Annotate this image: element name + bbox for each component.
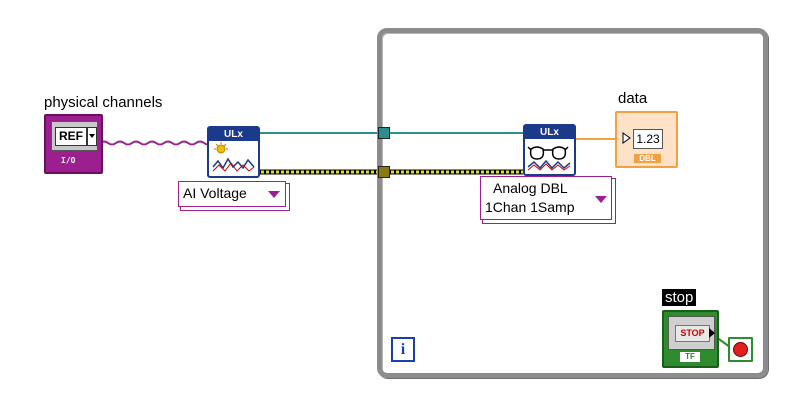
stop-button[interactable]: STOP — [675, 325, 710, 342]
data-label: data — [618, 90, 648, 107]
iteration-terminal[interactable]: i — [391, 337, 415, 362]
read-mode-line1: Analog DBL — [493, 180, 568, 196]
input-arrow-icon — [622, 132, 631, 144]
output-arrow-icon — [709, 328, 715, 338]
ai-voltage-value: AI Voltage — [183, 185, 247, 201]
ai-voltage-create-icon — [209, 141, 258, 176]
channel-value: REF — [55, 127, 87, 146]
read-mode-selector[interactable]: Analog DBL 1Chan 1Samp — [480, 176, 612, 220]
stop-label: stop — [662, 289, 697, 306]
ulx-header: ULx — [525, 126, 574, 139]
error-tunnel[interactable] — [378, 166, 390, 178]
tf-type-tag: TF — [680, 352, 700, 362]
read-mode-line2: 1Chan 1Samp — [485, 199, 575, 215]
loop-condition-terminal[interactable] — [728, 337, 753, 362]
dbl-type-tag: DBL — [634, 154, 661, 163]
stop-button-frame: STOP — [668, 316, 715, 350]
data-value: 1.23 — [633, 129, 663, 149]
task-tunnel[interactable] — [378, 127, 390, 139]
io-type-tag: I/O — [61, 156, 76, 165]
ai-voltage-selector[interactable]: AI Voltage — [178, 181, 286, 207]
stop-if-true-icon — [733, 342, 748, 357]
while-loop[interactable] — [377, 28, 768, 378]
data-indicator[interactable]: 1.23 DBL — [615, 111, 678, 168]
channel-selector[interactable]: REF — [51, 121, 98, 151]
ulx-create-channel-vi[interactable]: ULx — [207, 126, 260, 178]
ulx-header: ULx — [209, 128, 258, 141]
stop-control[interactable]: STOP TF — [662, 310, 719, 368]
read-glasses-icon — [525, 139, 574, 174]
physical-channels-control[interactable]: REF I/O — [44, 114, 103, 174]
physical-channels-label: physical channels — [44, 94, 163, 111]
chevron-down-icon — [595, 196, 607, 203]
ulx-read-vi[interactable]: ULx — [523, 124, 576, 176]
chevron-down-icon — [268, 191, 280, 198]
channel-dropdown-arrow-icon[interactable] — [87, 127, 97, 146]
